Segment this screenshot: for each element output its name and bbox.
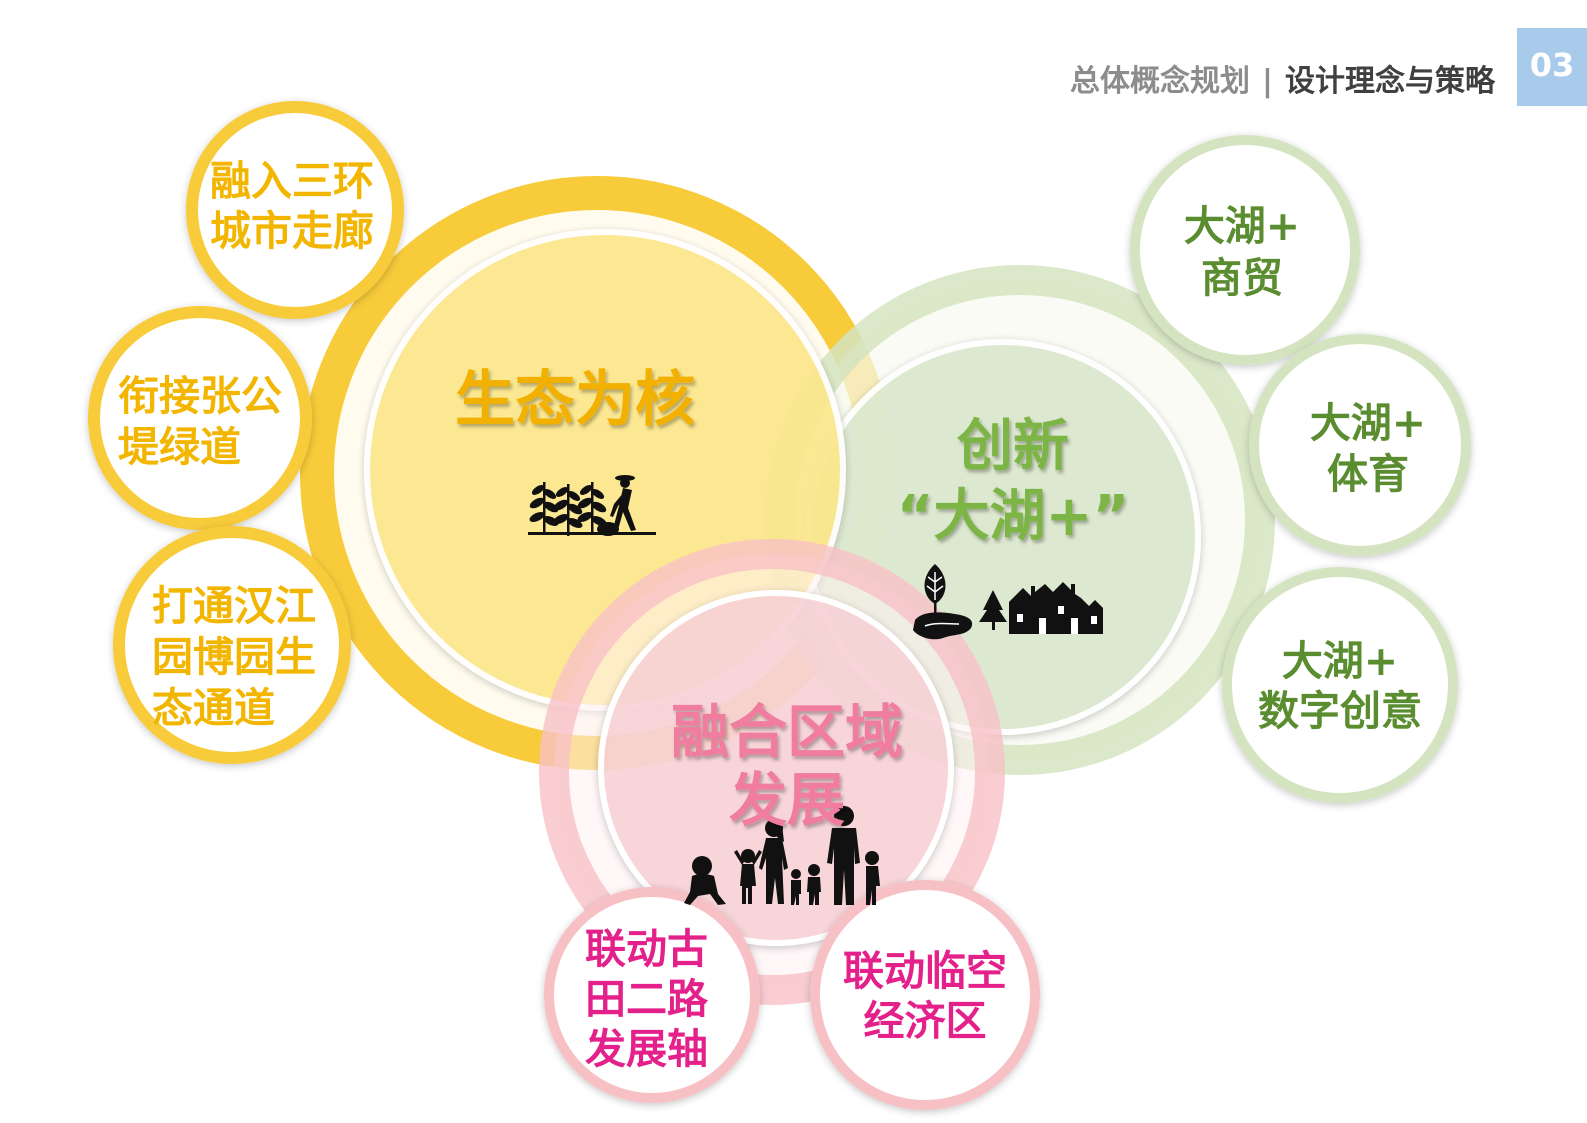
ecology-satellite-3-line-3: 态通道 <box>152 684 275 732</box>
family-silhouette-icon <box>684 806 880 905</box>
ecology-title: 生态为核 <box>455 365 695 435</box>
integration-title-line-2: 发展 <box>729 766 845 834</box>
section-title: 总体概念规划 <box>1070 64 1251 99</box>
integration-title-line-1: 融合区域 <box>671 698 903 766</box>
ecology-satellite-1-line-2: 城市走廊 <box>210 207 374 255</box>
ecology-satellite-2-line-2: 堤绿道 <box>118 423 241 471</box>
ecology-satellite-circle <box>113 526 351 764</box>
innovation-title-line-2: “大湖+” <box>897 484 1130 549</box>
integration-satellite-2-line-1: 联动临空 <box>843 947 1007 995</box>
innovation-satellite-circle <box>1130 135 1360 365</box>
integration-satellite-2-line-2: 经济区 <box>864 997 987 1045</box>
integration-satellite-1-line-2: 田二路 <box>585 975 709 1023</box>
ecology-satellite-2-line-1: 衔接张公 <box>118 372 282 420</box>
innovation-satellite-2-line-2: 体育 <box>1327 450 1409 498</box>
innovation-satellite-3-line-1: 大湖+ <box>1282 637 1398 685</box>
integration-satellite-circle <box>810 880 1040 1110</box>
header-separator: | <box>1262 64 1273 99</box>
ecology-satellite-1-line-1: 融入三环 <box>210 157 374 205</box>
integration-satellite-circle <box>544 887 760 1103</box>
lake-village-icon <box>913 564 1103 640</box>
innovation-satellite-1-line-2: 商贸 <box>1201 254 1283 302</box>
integration-core-circle <box>598 590 954 946</box>
slide-header: 总体概念规划 | 设计理念与策略 <box>1070 56 1495 100</box>
innovation-satellite-2-line-1: 大湖+ <box>1310 399 1426 447</box>
ecology-satellite-circle <box>88 306 312 530</box>
integration-satellite-1-line-1: 联动古 <box>585 925 708 973</box>
innovation-title-line-1: 创新 <box>957 414 1069 479</box>
innovation-satellite-circle <box>1222 567 1458 803</box>
farmer-planting-icon <box>528 475 656 536</box>
innovation-satellite-1-line-1: 大湖+ <box>1184 202 1300 250</box>
ecology-satellite-circle <box>186 101 404 319</box>
page-number-badge: 03 <box>1517 28 1587 106</box>
innovation-satellite-3-line-2: 数字创意 <box>1258 687 1422 735</box>
integration-satellite-1-line-3: 发展轴 <box>585 1025 708 1073</box>
ecology-satellite-3-line-1: 打通汉江 <box>152 582 316 630</box>
ecology-satellite-3-line-2: 园博园生 <box>152 633 316 681</box>
subsection-title: 设计理念与策略 <box>1285 64 1495 99</box>
innovation-satellite-circle <box>1249 334 1471 556</box>
